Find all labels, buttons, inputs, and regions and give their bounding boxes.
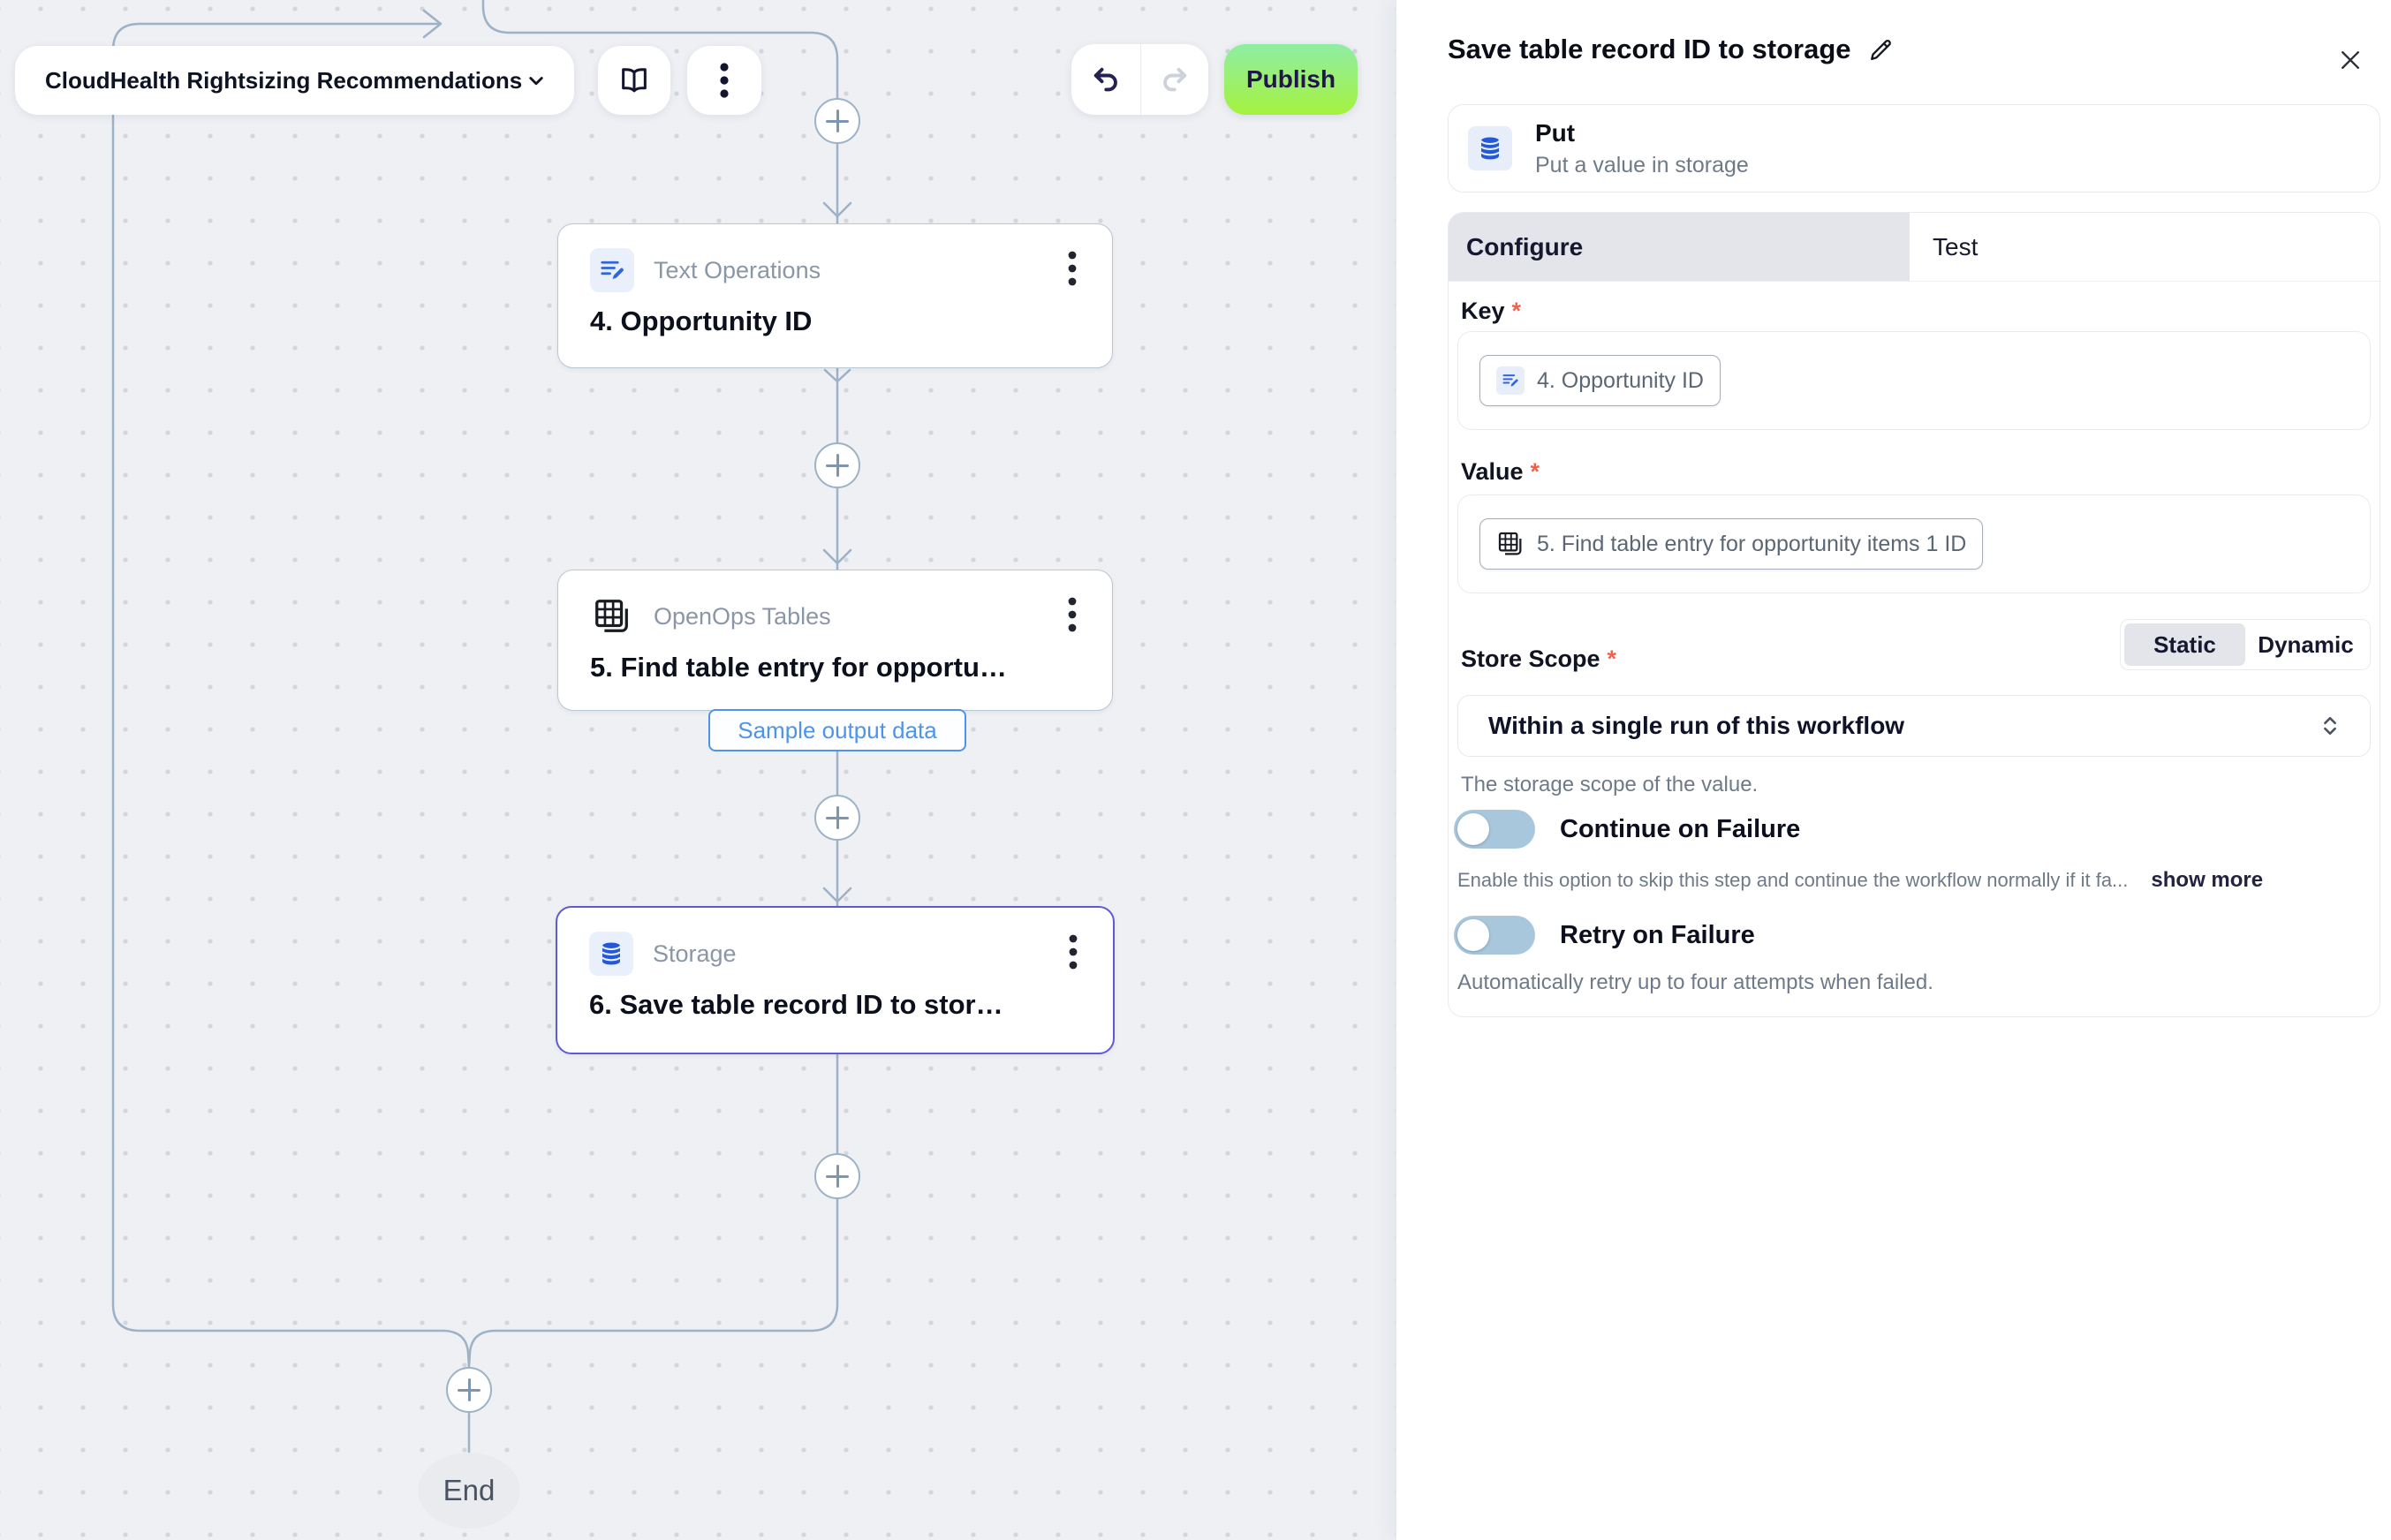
retry-on-failure-label: Retry on Failure xyxy=(1560,920,1755,949)
node-menu-button[interactable] xyxy=(1063,247,1082,294)
chevron-down-icon xyxy=(529,77,543,86)
tab-configure[interactable]: Configure xyxy=(1449,213,1910,281)
add-step-button[interactable] xyxy=(814,98,860,144)
panel-tabs: Configure Test xyxy=(1449,213,2380,282)
publish-button[interactable]: Publish xyxy=(1224,44,1358,115)
node-app-name: Storage xyxy=(653,940,737,967)
action-name: Put xyxy=(1535,118,1576,147)
value-chip[interactable]: 5. Find table entry for opportunity item… xyxy=(1479,518,1984,570)
key-chip-text: 4. Opportunity ID xyxy=(1537,367,1704,393)
node-step-name: 5. Find table entry for opportu… xyxy=(590,652,1007,683)
store-scope-select[interactable]: Within a single run of this workflow xyxy=(1457,695,2371,757)
retry-on-failure-toggle[interactable] xyxy=(1454,916,1535,955)
tables-icon xyxy=(590,594,634,638)
action-summary-card[interactable]: Put Put a value in storage xyxy=(1448,104,2380,192)
static-dynamic-toggle: Static Dynamic xyxy=(2120,619,2371,670)
toggle-knob xyxy=(1457,813,1489,845)
plus-icon xyxy=(826,454,849,477)
value-input[interactable]: 5. Find table entry for opportunity item… xyxy=(1457,494,2371,593)
end-node: End xyxy=(418,1453,520,1529)
undo-icon xyxy=(1093,67,1117,92)
documentation-button[interactable] xyxy=(598,46,670,115)
node-app-name: Text Operations xyxy=(654,256,821,283)
close-panel-button[interactable] xyxy=(2331,41,2370,79)
node-menu-button[interactable] xyxy=(1063,593,1082,640)
toggle-knob xyxy=(1457,919,1489,951)
continue-on-failure-helper: Enable this option to skip this step and… xyxy=(1457,869,2129,891)
key-label: Key* xyxy=(1461,298,1522,324)
key-value-chip[interactable]: 4. Opportunity ID xyxy=(1479,355,1721,406)
store-scope-label: Store Scope* xyxy=(1461,645,1617,672)
store-scope-helper: The storage scope of the value. xyxy=(1461,773,1759,796)
static-option[interactable]: Static xyxy=(2124,623,2245,666)
node-menu-button[interactable] xyxy=(1063,931,1083,978)
text-operations-icon xyxy=(1496,366,1525,395)
flow-name: CloudHealth Rightsizing Recommendations xyxy=(45,66,523,94)
required-asterisk: * xyxy=(1511,298,1522,324)
unfold-icon xyxy=(2324,716,2336,736)
workflow-canvas[interactable]: Text Operations 4. Opportunity ID OpenOp… xyxy=(0,0,1396,1540)
close-icon xyxy=(2342,51,2359,69)
kebab-icon xyxy=(720,63,729,98)
plus-icon xyxy=(826,109,849,132)
required-asterisk: * xyxy=(1530,458,1540,485)
node-storage[interactable]: Storage 6. Save table record ID to stor… xyxy=(556,906,1115,1054)
panel-title: Save table record ID to storage xyxy=(1448,34,1851,64)
redo-icon xyxy=(1162,67,1186,92)
action-description: Put a value in storage xyxy=(1535,152,1749,177)
node-step-name: 6. Save table record ID to stor… xyxy=(589,989,1003,1020)
redo-button[interactable] xyxy=(1139,44,1209,115)
flow-menu-button[interactable] xyxy=(687,46,761,115)
store-scope-selected: Within a single run of this workflow xyxy=(1488,712,1905,739)
step-settings-panel: Save table record ID to storage Put Put … xyxy=(1396,0,2391,1540)
undo-button[interactable] xyxy=(1071,44,1140,115)
book-icon xyxy=(622,68,647,93)
pencil-icon xyxy=(1870,39,1891,60)
required-asterisk: * xyxy=(1607,645,1617,672)
storage-icon xyxy=(589,932,633,976)
add-step-button[interactable] xyxy=(814,1153,860,1199)
sample-output-data-button[interactable]: Sample output data xyxy=(708,709,966,751)
kebab-icon xyxy=(1068,251,1077,285)
value-label: Value* xyxy=(1461,458,1540,485)
node-text-operations[interactable]: Text Operations 4. Opportunity ID xyxy=(557,223,1113,368)
kebab-icon xyxy=(1069,934,1078,969)
kebab-icon xyxy=(1068,597,1077,631)
add-step-button[interactable] xyxy=(814,795,860,841)
configure-card: Configure Test Key* 4. Opportunity ID Va… xyxy=(1448,212,2380,1017)
rename-step-button[interactable] xyxy=(1867,36,1895,64)
tables-icon xyxy=(1496,530,1525,558)
show-more-link[interactable]: show more xyxy=(2151,868,2264,892)
node-step-name: 4. Opportunity ID xyxy=(590,306,813,336)
text-operations-icon xyxy=(590,248,634,292)
key-input[interactable]: 4. Opportunity ID xyxy=(1457,331,2371,430)
plus-icon xyxy=(458,1378,480,1401)
add-step-button[interactable] xyxy=(446,1367,492,1413)
value-chip-text: 5. Find table entry for opportunity item… xyxy=(1537,531,1967,556)
flow-name-dropdown[interactable]: CloudHealth Rightsizing Recommendations xyxy=(15,46,574,115)
plus-icon xyxy=(826,1165,849,1188)
continue-on-failure-label: Continue on Failure xyxy=(1560,814,1801,843)
dynamic-option[interactable]: Dynamic xyxy=(2258,630,2354,658)
storage-icon xyxy=(1468,126,1512,170)
history-controls xyxy=(1071,44,1208,115)
retry-on-failure-helper: Automatically retry up to four attempts … xyxy=(1457,970,1933,994)
plus-icon xyxy=(826,806,849,829)
continue-on-failure-toggle[interactable] xyxy=(1454,810,1535,849)
tab-test[interactable]: Test xyxy=(1910,213,2380,281)
node-openops-tables[interactable]: OpenOps Tables 5. Find table entry for o… xyxy=(557,570,1113,711)
add-step-button[interactable] xyxy=(814,442,860,488)
node-app-name: OpenOps Tables xyxy=(654,602,831,630)
